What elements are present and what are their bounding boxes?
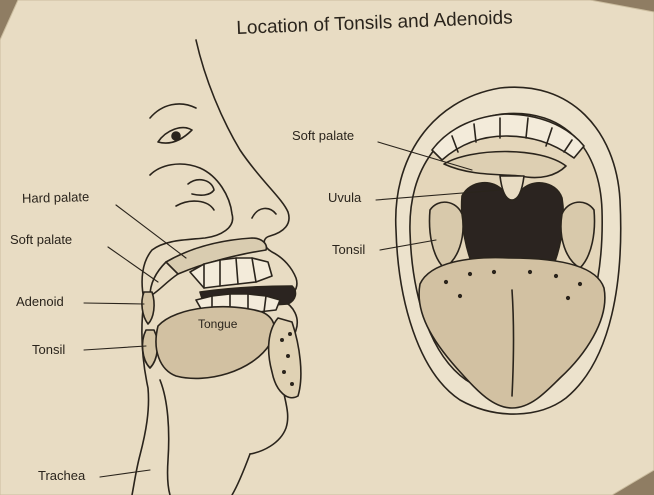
label-soft-palate-front: Soft palate [292,128,354,143]
label-tonsil-side: Tonsil [32,342,65,357]
label-tonsil-front: Tonsil [332,242,365,257]
label-hard-palate: Hard palate [22,189,90,206]
label-trachea: Trachea [38,468,85,483]
label-soft-palate-side: Soft palate [10,232,72,247]
label-adenoid: Adenoid [16,294,64,309]
label-tongue: Tongue [198,317,237,331]
label-uvula: Uvula [328,190,361,205]
